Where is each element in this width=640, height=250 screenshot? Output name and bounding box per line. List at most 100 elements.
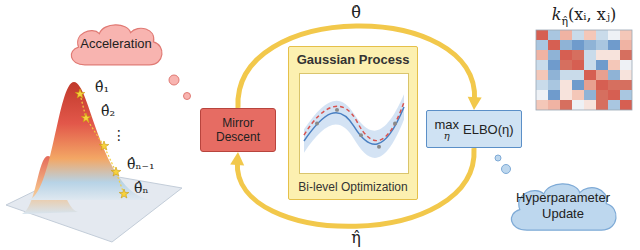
callout-text: Acceleration — [80, 36, 152, 52]
edge-label: η̂ — [349, 230, 363, 246]
true-function — [304, 102, 404, 141]
arrow-head — [230, 152, 244, 165]
cloud-callout: Hyperparameter Update — [503, 177, 623, 235]
heatmap-cell — [536, 40, 548, 50]
iterate-label: ⋮ — [112, 128, 126, 143]
heatmap-cell — [620, 80, 632, 90]
iterate-label: θ̂ₙ₋₁ — [127, 157, 155, 172]
heatmap-cell — [536, 60, 548, 70]
heatmap-cell — [536, 30, 548, 40]
kernel-symbol: k — [552, 5, 562, 24]
edge-label: θ̂ — [349, 5, 363, 21]
text-holder: Acceleration — [80, 36, 152, 52]
iterate-stars — [75, 89, 129, 198]
heatmap-cell — [584, 70, 596, 80]
cloud-shape — [71, 25, 162, 65]
cloud-shape — [511, 184, 616, 230]
bubble — [169, 75, 179, 85]
heatmap-cell — [548, 70, 560, 80]
heatmap-cell — [560, 40, 572, 50]
heatmap-cell — [536, 100, 548, 110]
iterate-label: θ̂ₙ — [134, 181, 149, 196]
heatmap-cell — [548, 100, 560, 110]
heatmap-frame — [536, 30, 632, 110]
heatmap-cell — [596, 80, 608, 90]
heatmap-cell — [608, 90, 620, 100]
heatmap-cell — [620, 100, 632, 110]
heatmap-cell — [596, 30, 608, 40]
iterate-label: θ̂₂ — [101, 104, 115, 119]
iterate-label: θ̂₁ — [95, 80, 109, 95]
text-holder: Hyperparameter Update — [513, 190, 613, 221]
heatmap-cell — [584, 30, 596, 40]
heatmap-cell — [572, 30, 584, 40]
box-text: Mirror Descent — [206, 116, 270, 145]
heatmap-cell — [560, 90, 572, 100]
heatmap-cell — [596, 40, 608, 50]
heatmap-cell — [608, 80, 620, 90]
gp-regression-plot — [299, 73, 409, 174]
gp-panel: Gaussian ProcessBi-level Optimization — [288, 46, 418, 200]
heatmap-cell — [620, 50, 632, 60]
text-holder: maxη ELBO(η) — [434, 118, 513, 141]
heatmap-cell — [560, 50, 572, 60]
heatmap-cell — [584, 80, 596, 90]
heatmap-cell — [572, 80, 584, 90]
heatmap-cell — [596, 50, 608, 60]
heatmap-cell — [620, 90, 632, 100]
heatmap-cell — [584, 90, 596, 100]
panel-title: Gaussian Process — [297, 52, 410, 67]
heatmap-cell — [584, 60, 596, 70]
objective-box: maxη ELBO(η) — [426, 110, 521, 148]
heatmap-cell — [608, 100, 620, 110]
heatmap-cell — [596, 70, 608, 80]
observations — [315, 108, 397, 149]
process-box: Mirror Descent — [200, 108, 276, 152]
heatmap-cell — [548, 90, 560, 100]
heatmap-cell — [572, 100, 584, 110]
heatmap-cell — [608, 50, 620, 60]
heatmap-cell — [620, 40, 632, 50]
heatmap-cell — [560, 30, 572, 40]
heatmap-cell — [608, 70, 620, 80]
heatmap-cell — [596, 100, 608, 110]
operator: max — [434, 118, 459, 131]
heatmap-cell — [584, 100, 596, 110]
heatmap-cell — [548, 50, 560, 60]
heatmap-cell — [620, 60, 632, 70]
heatmap-cell — [584, 50, 596, 60]
bubble — [184, 93, 191, 100]
heatmap-cell — [536, 80, 548, 90]
callout-text: Hyperparameter Update — [513, 190, 613, 221]
arrow-head — [468, 97, 482, 110]
plot-panel — [300, 73, 409, 173]
heatmap-cell — [560, 70, 572, 80]
heatmap-cell — [620, 30, 632, 40]
posterior-mean — [304, 107, 404, 144]
heatmap-cell — [620, 70, 632, 80]
confidence-band — [304, 94, 404, 158]
heatmap-cell — [560, 80, 572, 90]
kernel-symbol: (xᵢ, xⱼ) — [568, 5, 616, 24]
objective: ELBO(η) — [463, 122, 514, 137]
heatmap-cell — [608, 30, 620, 40]
heatmap-cell — [536, 50, 548, 60]
heatmap-cell — [548, 80, 560, 90]
text-holder: Mirror Descent — [206, 116, 270, 145]
kernel-subscript: η̂ — [561, 15, 568, 28]
large-peak — [28, 82, 150, 200]
heatmap-cell — [572, 70, 584, 80]
heatmap-cell — [608, 40, 620, 50]
descent-path — [80, 94, 124, 194]
heatmap-cell — [584, 40, 596, 50]
heatmap-cell — [560, 100, 572, 110]
cloud-callout: Acceleration — [64, 19, 168, 69]
panel-caption: Bi-level Optimization — [298, 180, 407, 194]
heatmap-cell — [536, 90, 548, 100]
heatmap-cell — [572, 90, 584, 100]
heatmap-cell — [548, 30, 560, 40]
kernel-label: kη̂(xᵢ, xⱼ) — [552, 5, 616, 24]
bubble — [502, 165, 511, 174]
operator-column: maxη — [434, 118, 459, 141]
